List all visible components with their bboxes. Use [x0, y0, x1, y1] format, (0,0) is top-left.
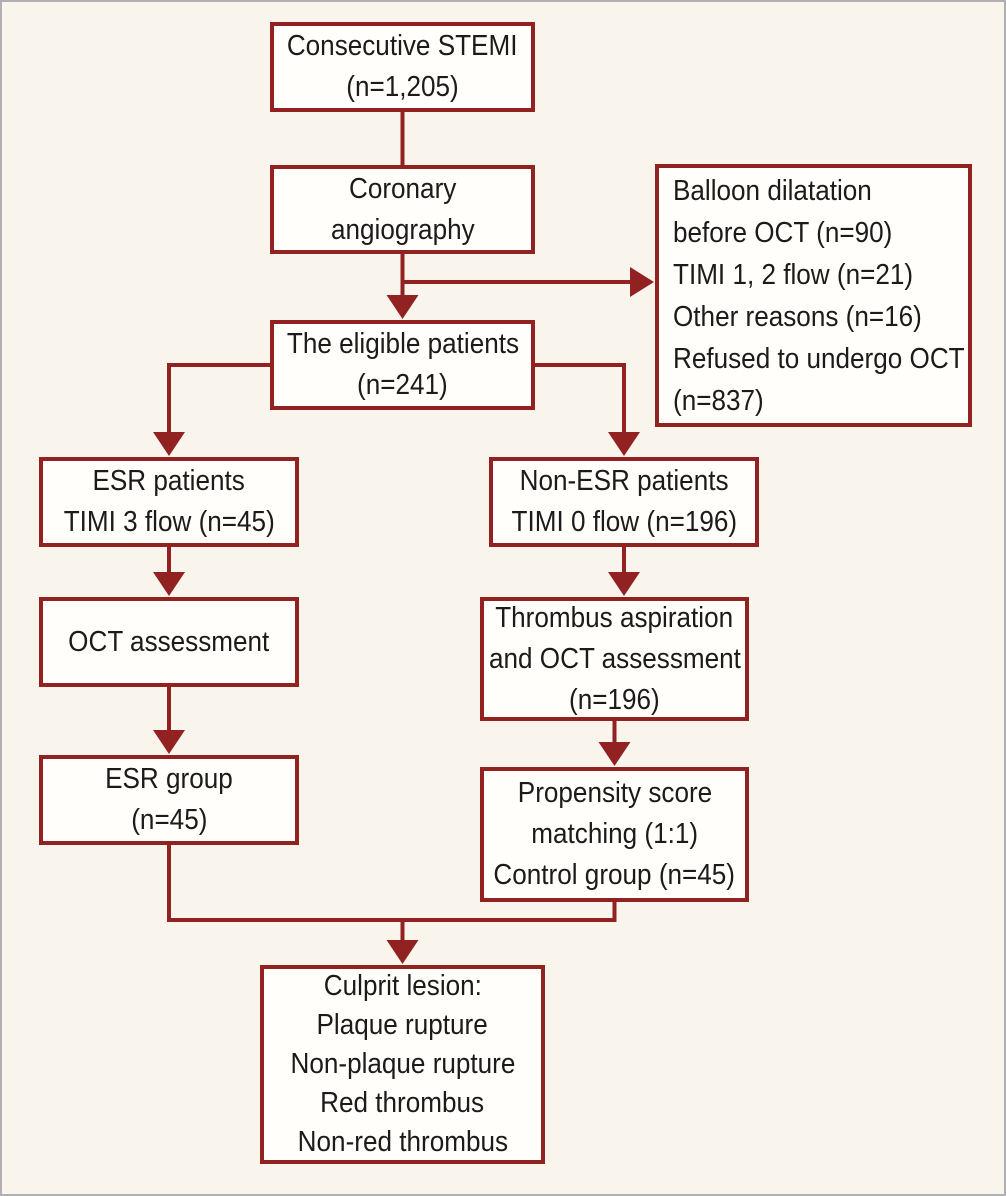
node-line: Thrombus aspiration — [495, 601, 734, 634]
node-line: TIMI 3 flow (n=45) — [63, 506, 275, 538]
arrowhead-to-eligible — [386, 295, 419, 319]
node-line: Consecutive STEMI — [287, 30, 518, 62]
line-eligible-to-esr — [167, 363, 270, 433]
node-line: TIMI 1, 2 flow (n=21) — [673, 258, 914, 291]
node-line: before OCT (n=90) — [673, 216, 893, 249]
node-line: Propensity score — [517, 777, 712, 809]
node-line: angiography — [330, 213, 475, 246]
arrowhead-to-esr-patients — [153, 432, 185, 456]
node-line: Non-red thrombus — [297, 1126, 508, 1158]
arrowhead-to-propensity — [598, 742, 631, 766]
node-line: ESR patients — [92, 465, 246, 497]
node-line: TIMI 0 flow (n=196) — [511, 506, 737, 538]
arrowhead-to-esr-group — [153, 730, 185, 754]
node-non-esr-patients: Non-ESR patients TIMI 0 flow (n=196) — [489, 457, 759, 547]
node-line: (n=241) — [357, 369, 448, 401]
node-line: (n=837) — [673, 384, 764, 417]
node-thrombus-aspiration: Thrombus aspiration and OCT assessment (… — [480, 597, 749, 721]
node-line: Red thrombus — [320, 1087, 485, 1119]
node-esr-patients: ESR patients TIMI 3 flow (n=45) — [39, 457, 299, 547]
node-line: Coronary — [348, 172, 457, 205]
arrowhead-to-thrombus — [608, 572, 640, 596]
node-line: Balloon dilatation — [673, 174, 872, 207]
line-merge-to-culprit — [167, 845, 617, 922]
node-eligible-patients: The eligible patients (n=241) — [270, 320, 535, 410]
node-consecutive-stemi: Consecutive STEMI (n=1,205) — [270, 22, 535, 112]
arrowhead-to-non-esr-patients — [608, 432, 640, 456]
arrowhead-to-exclusions — [630, 267, 654, 297]
node-line: (n=1,205) — [346, 71, 459, 103]
node-line: Control group (n=45) — [493, 859, 736, 891]
node-line: Other reasons (n=16) — [673, 300, 922, 333]
node-line: matching (1:1) — [531, 818, 698, 850]
node-line: Non-plaque rupture — [290, 1048, 515, 1080]
node-line: (n=45) — [130, 804, 208, 836]
node-line: The eligible patients — [286, 328, 519, 360]
arrowhead-to-culprit — [386, 940, 419, 964]
node-exclusion-reasons: Balloon dilatation before OCT (n=90) TIM… — [655, 164, 972, 427]
node-line: (n=196) — [569, 683, 660, 716]
arrowhead-to-oct — [153, 572, 185, 596]
node-propensity-matching: Propensity score matching (1:1) Control … — [480, 767, 749, 902]
node-line: ESR group — [105, 763, 233, 795]
node-culprit-lesion: Culprit lesion: Plaque rupture Non-plaqu… — [260, 965, 545, 1164]
node-line: Non-ESR patients — [519, 465, 729, 497]
node-oct-assessment: OCT assessment — [39, 597, 299, 687]
line-eligible-to-non-esr — [535, 363, 626, 433]
node-esr-group: ESR group (n=45) — [39, 755, 299, 845]
node-line: Plaque rupture — [316, 1009, 489, 1041]
node-coronary-angiography: Coronary angiography — [270, 165, 535, 254]
node-line: Culprit lesion: — [323, 970, 482, 1002]
node-line: Refused to undergo OCT — [673, 342, 965, 375]
node-line: and OCT assessment — [488, 642, 741, 675]
node-line: OCT assessment — [68, 625, 270, 658]
